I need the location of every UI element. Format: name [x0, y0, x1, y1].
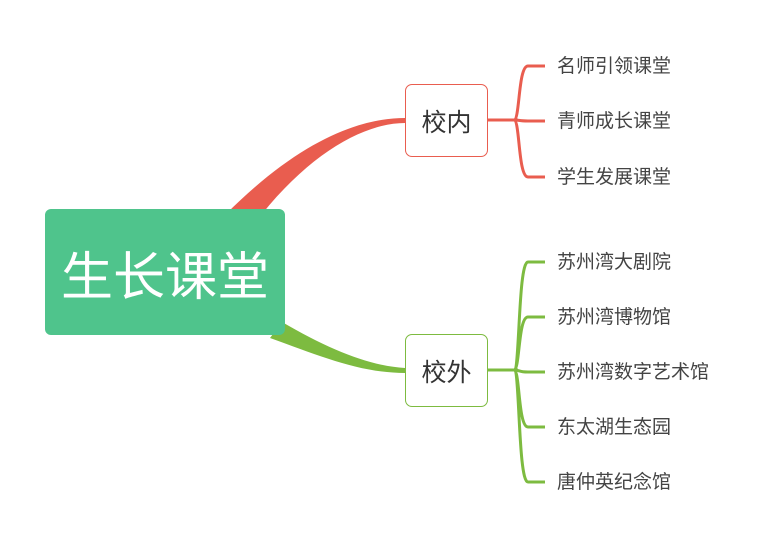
branch-topic-inside-school[interactable]: 校内	[405, 84, 488, 157]
leaf-connector	[512, 64, 545, 122]
leaf-connector	[512, 315, 545, 372]
leaf-connector	[513, 118, 545, 123]
leaf-connector	[512, 118, 545, 179]
leaf-topic[interactable]: 苏州湾博物馆	[557, 306, 672, 328]
leaf-connector	[513, 368, 545, 374]
leaf-topic[interactable]: 东太湖生态园	[557, 416, 672, 438]
root-topic[interactable]: 生长课堂	[45, 209, 285, 335]
leaf-topic[interactable]: 苏州湾大剧院	[557, 251, 672, 273]
root-to-inner-connector	[226, 118, 405, 214]
leaf-topic[interactable]: 青师成长课堂	[557, 110, 672, 132]
leaf-topic[interactable]: 名师引领课堂	[557, 55, 672, 77]
leaf-topic[interactable]: 苏州湾数字艺术馆	[557, 361, 710, 383]
branch-topic-outside-school[interactable]: 校外	[405, 334, 488, 407]
leaf-connector	[512, 368, 545, 484]
leaf-topic[interactable]: 唐仲英纪念馆	[557, 471, 672, 493]
leaf-topic[interactable]: 学生发展课堂	[557, 166, 672, 188]
root-to-outer-connector	[270, 322, 405, 373]
